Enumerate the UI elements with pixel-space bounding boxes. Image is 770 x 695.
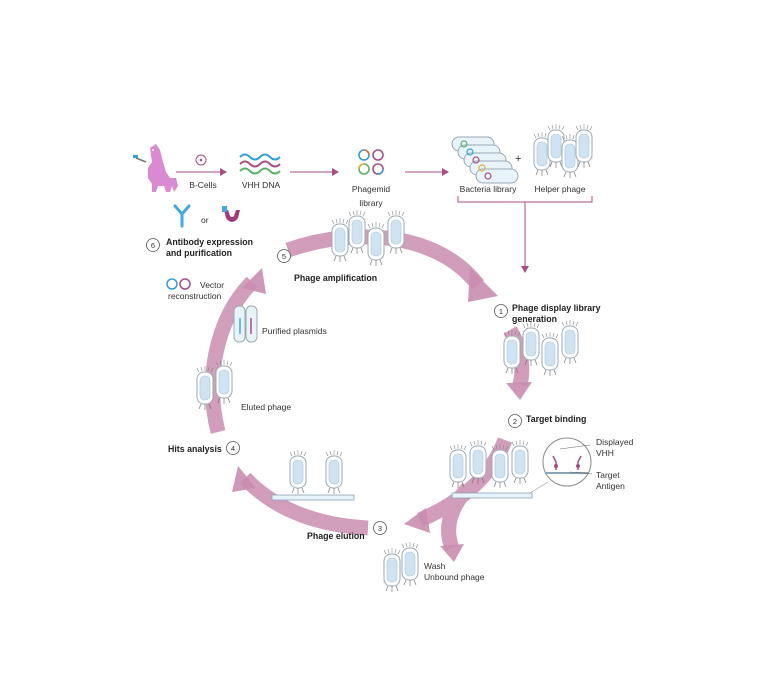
svg-text:2: 2 <box>513 417 517 426</box>
phagemid-label-line1: Phagemid <box>351 184 391 194</box>
amplification-phages-icon <box>331 209 405 267</box>
step-6-label: Antibody expression and purification <box>166 237 253 259</box>
vhh-dna-label: VHH DNA <box>241 180 281 190</box>
elution-plate <box>271 449 355 501</box>
step-1-label: Phage display library generation <box>512 303 601 325</box>
phagemid-library-icon <box>358 149 384 175</box>
wash-line2: Unbound phage <box>424 571 485 582</box>
cycle-arrow-right <box>503 326 530 387</box>
arrowhead-top <box>468 268 498 302</box>
displayed-vhh-line1: Displayed <box>596 437 634 447</box>
helper-phage-label: Helper phage <box>534 184 586 194</box>
step-1-number: 1 <box>494 304 508 318</box>
step-6-line2: and purification <box>166 247 232 258</box>
step-4-number: 4 <box>226 441 240 455</box>
b-cell-icon <box>195 154 207 166</box>
step-6-number: 6 <box>146 238 160 252</box>
svg-text:3: 3 <box>378 524 382 533</box>
b-cells-label: B-Cells <box>189 180 217 190</box>
step-6-line1: Antibody expression <box>166 237 254 247</box>
phagemid-label-line2: library <box>359 197 383 208</box>
antibody-icon <box>173 204 191 228</box>
bacteria-library-icon <box>451 136 519 184</box>
wash-label: Wash Unbound phage <box>424 561 485 582</box>
arrowhead-left <box>242 268 266 294</box>
step-1-line1: Phage display library <box>512 303 601 313</box>
step-4-label: Hits analysis <box>168 444 222 454</box>
step-3-label: Phage elution <box>307 531 365 541</box>
target-antigen-line2: Antigen <box>596 480 625 491</box>
step-3-number: 3 <box>373 521 387 535</box>
phagemid-library-label: Phagemid library <box>352 184 390 208</box>
wash-phages-icon <box>383 541 419 593</box>
target-antigen-line1: Target <box>596 470 620 480</box>
bacteria-library-label: Bacteria library <box>459 184 517 194</box>
arrowhead-right <box>506 382 532 400</box>
step-2-label: Target binding <box>526 414 587 424</box>
target-binding-plate <box>449 439 533 499</box>
eluted-phage-label: Eluted phage <box>241 402 292 412</box>
arrowhead-lower-right <box>404 508 430 533</box>
svg-text:6: 6 <box>151 241 155 250</box>
purified-plasmids-label: Purified plasmids <box>262 326 327 336</box>
helper-phage-icon <box>533 123 593 179</box>
displayed-vhh-label: Displayed VHH <box>596 437 633 458</box>
displayed-vhh-line2: VHH <box>596 447 614 458</box>
step-1-line2: generation <box>512 313 557 324</box>
arrowhead-bottom <box>232 466 256 492</box>
step-5-label: Phage amplification <box>294 273 378 283</box>
vector-reconstruction-label: Vector reconstruction <box>168 280 225 301</box>
target-antigen-label: Target Antigen <box>596 470 625 491</box>
llama-icon <box>133 144 178 192</box>
wash-line1: Wash <box>424 561 446 571</box>
step-5-number: 5 <box>277 249 291 263</box>
vhh-dna-icon <box>239 153 281 175</box>
or-label: or <box>201 215 209 225</box>
vector-line2: reconstruction <box>168 290 222 301</box>
purified-plasmids-icon <box>233 305 258 343</box>
svg-text:4: 4 <box>231 444 235 453</box>
svg-text:5: 5 <box>282 252 286 261</box>
cycle-arrow-left <box>205 276 258 434</box>
cycle-arrow-bottom <box>239 472 369 536</box>
vector-reconstruction-icon <box>166 278 191 290</box>
svg-text:1: 1 <box>499 307 503 316</box>
zoom-inset <box>529 437 593 494</box>
nanobody-icon <box>222 206 240 222</box>
plus-sign: + <box>515 153 522 165</box>
cycle-arrowheads <box>232 268 532 562</box>
top-connectors <box>176 168 593 273</box>
arrowhead-wash <box>440 544 464 562</box>
step-2-number: 2 <box>508 414 522 428</box>
vector-line1: Vector <box>200 280 225 290</box>
